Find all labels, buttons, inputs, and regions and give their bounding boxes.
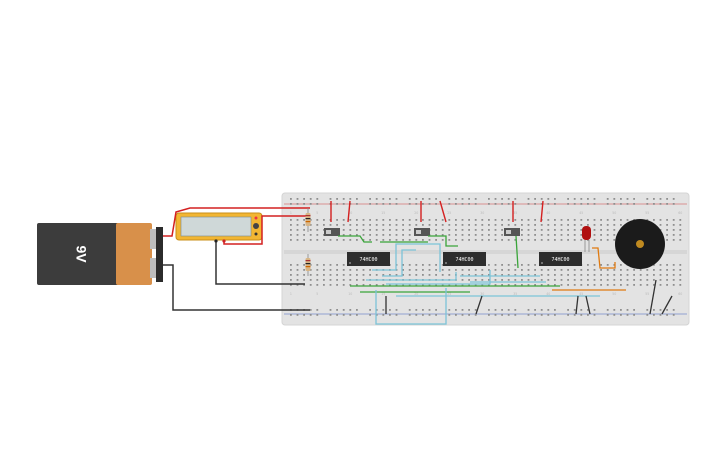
column-number: 5	[316, 292, 318, 296]
resistor-2[interactable]	[305, 254, 311, 276]
chip-2[interactable]: 74HC00	[443, 252, 486, 266]
chip-2-label: 74HC00	[455, 257, 473, 263]
switch-1[interactable]	[324, 228, 340, 236]
column-number: 50	[612, 292, 616, 296]
column-number: 15	[381, 211, 385, 215]
wire-battery-positive[interactable]	[163, 207, 310, 237]
column-number: 5	[316, 211, 318, 215]
wire-meter-black[interactable]	[215, 242, 305, 285]
column-number: 20	[414, 211, 418, 215]
switch-3[interactable]	[504, 228, 520, 236]
battery-9v[interactable]: 9V	[37, 223, 163, 285]
column-number: 10	[348, 292, 352, 296]
breadboard-column-numbers: 1155101015152020252530303535404045455050…	[290, 211, 682, 296]
blue-wires[interactable]	[366, 243, 600, 325]
chip-3-label: 74HC00	[551, 257, 569, 263]
column-number: 1	[290, 211, 292, 215]
column-number: 35	[513, 292, 517, 296]
column-number: 30	[480, 292, 484, 296]
column-number: 55	[645, 292, 649, 296]
column-number: 45	[579, 292, 583, 296]
column-number: 45	[579, 211, 583, 215]
column-number: 60	[678, 211, 682, 215]
wire-meter-red[interactable]	[223, 215, 310, 245]
column-number: 50	[612, 211, 616, 215]
column-number: 60	[678, 292, 682, 296]
chip-1-label: 74HC00	[359, 257, 377, 263]
green-wires[interactable]	[338, 235, 560, 293]
column-number: 40	[546, 292, 550, 296]
switch-2[interactable]	[414, 228, 430, 236]
black-wires[interactable]	[385, 279, 673, 315]
multimeter[interactable]	[175, 212, 263, 243]
column-number: 55	[645, 211, 649, 215]
column-number: 30	[480, 211, 484, 215]
column-number: 10	[348, 211, 352, 215]
column-number: 35	[513, 211, 517, 215]
column-number: 40	[546, 211, 550, 215]
column-number: 20	[414, 292, 418, 296]
multimeter-dial[interactable]	[253, 223, 259, 229]
red-jumpers[interactable]	[330, 200, 544, 223]
column-number: 25	[447, 292, 451, 296]
column-number: 15	[381, 292, 385, 296]
piezo-buzzer[interactable]	[615, 219, 665, 269]
led-red[interactable]	[582, 226, 591, 252]
column-number: 1	[290, 292, 292, 296]
battery-label: 9V	[73, 245, 89, 263]
resistor-1[interactable]	[305, 208, 311, 232]
wire-battery-negative[interactable]	[163, 264, 310, 311]
column-number: 25	[447, 211, 451, 215]
orange-wires[interactable]	[552, 247, 626, 291]
chip-3[interactable]: 74HC00	[539, 252, 582, 266]
chip-1[interactable]: 74HC00	[347, 252, 390, 266]
